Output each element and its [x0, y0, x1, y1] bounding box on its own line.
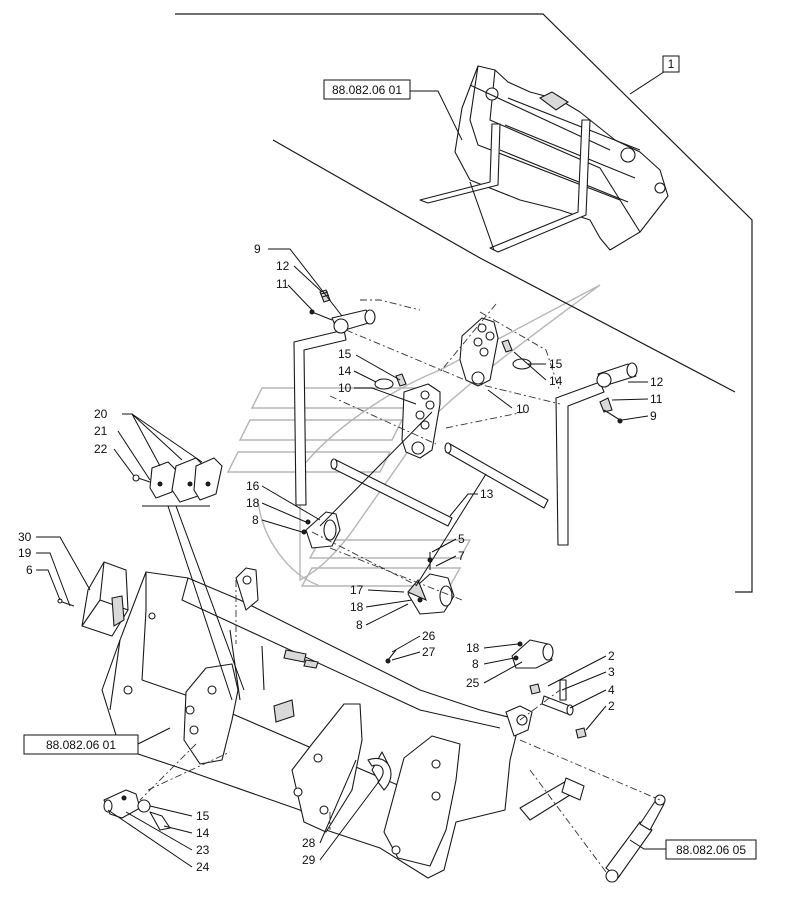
callout-10: 10	[338, 381, 352, 395]
callout-15: 15	[338, 347, 352, 361]
callout-9: 9	[650, 409, 657, 423]
callout-8: 8	[252, 513, 259, 527]
left-support-bracket	[293, 289, 376, 506]
ref-box-group[interactable]: 1	[662, 55, 680, 73]
callout-25: 25	[466, 676, 480, 690]
callout-9: 9	[254, 242, 261, 256]
cross-shafts	[330, 442, 549, 527]
callout-8: 8	[472, 657, 479, 671]
callout-14: 14	[196, 826, 210, 840]
callout-18: 18	[466, 641, 480, 655]
ref-label-right: 88.082.06 05	[676, 843, 746, 857]
callout-7: 7	[458, 549, 465, 563]
pivot-pin-set	[529, 679, 587, 739]
callout-16: 16	[246, 479, 260, 493]
wear-pad-blocks	[132, 457, 223, 503]
callout-18: 18	[246, 496, 260, 510]
callout-17: 17	[350, 583, 364, 597]
callout-5: 5	[458, 532, 465, 546]
fork-frame-assembly	[419, 65, 669, 253]
callout-29: 29	[302, 853, 316, 867]
callout-11: 11	[650, 392, 663, 406]
callout-26: 26	[422, 629, 436, 643]
callout-15: 15	[196, 809, 210, 823]
ref-label-top: 88.082.06 01	[332, 83, 402, 97]
ref-box-left[interactable]: 88.082.06 01	[23, 734, 139, 755]
callout-22: 22	[94, 442, 108, 456]
lower-link-bracket	[103, 789, 171, 831]
callout-15: 15	[549, 357, 563, 371]
hydraulic-cylinder	[605, 794, 666, 883]
callout-14: 14	[549, 374, 563, 388]
retaining-ring	[367, 757, 392, 791]
callout-20: 20	[94, 407, 108, 421]
callout-12: 12	[276, 259, 290, 273]
callout-18: 18	[350, 600, 364, 614]
pivot-bracket-left	[301, 511, 341, 549]
ref-label-left: 88.082.06 01	[46, 738, 116, 752]
pin-26-27	[385, 649, 397, 664]
callout-11: 11	[276, 277, 289, 291]
callout-30: 30	[18, 530, 32, 544]
callout-2: 2	[608, 699, 615, 713]
ref-box-top[interactable]: 88.082.06 01	[323, 79, 411, 100]
right-link-plate	[459, 317, 532, 387]
bucket-body	[101, 567, 585, 879]
ref-box-right[interactable]: 88.082.06 05	[665, 839, 757, 860]
leader-lines	[36, 67, 671, 868]
callout-4: 4	[608, 683, 615, 697]
mounting-bracket	[57, 561, 129, 637]
callout-27: 27	[422, 645, 436, 659]
callout-13: 13	[480, 487, 494, 501]
callout-10: 10	[516, 402, 530, 416]
pivot-bracket-right	[407, 552, 455, 615]
callout-2: 2	[608, 649, 615, 663]
callout-23: 23	[196, 843, 210, 857]
right-support-bracket	[555, 362, 638, 546]
left-link-plate	[374, 373, 441, 459]
callout-12: 12	[650, 375, 664, 389]
assembly-guide-lines	[139, 299, 661, 873]
callout-6: 6	[26, 563, 33, 577]
callout-24: 24	[196, 860, 210, 874]
callout-labels: 9 12 11 15 14 10 15 14 10 12 11 9 20 21 …	[18, 242, 664, 874]
callout-3: 3	[608, 665, 615, 679]
divider-lines	[175, 13, 753, 593]
callout-8: 8	[356, 618, 363, 632]
clamp-bracket	[511, 639, 554, 669]
callout-14: 14	[338, 364, 352, 378]
callout-28: 28	[302, 836, 316, 850]
ref-label-group: 1	[668, 57, 675, 71]
callout-19: 19	[18, 546, 32, 560]
callout-21: 21	[94, 424, 108, 438]
